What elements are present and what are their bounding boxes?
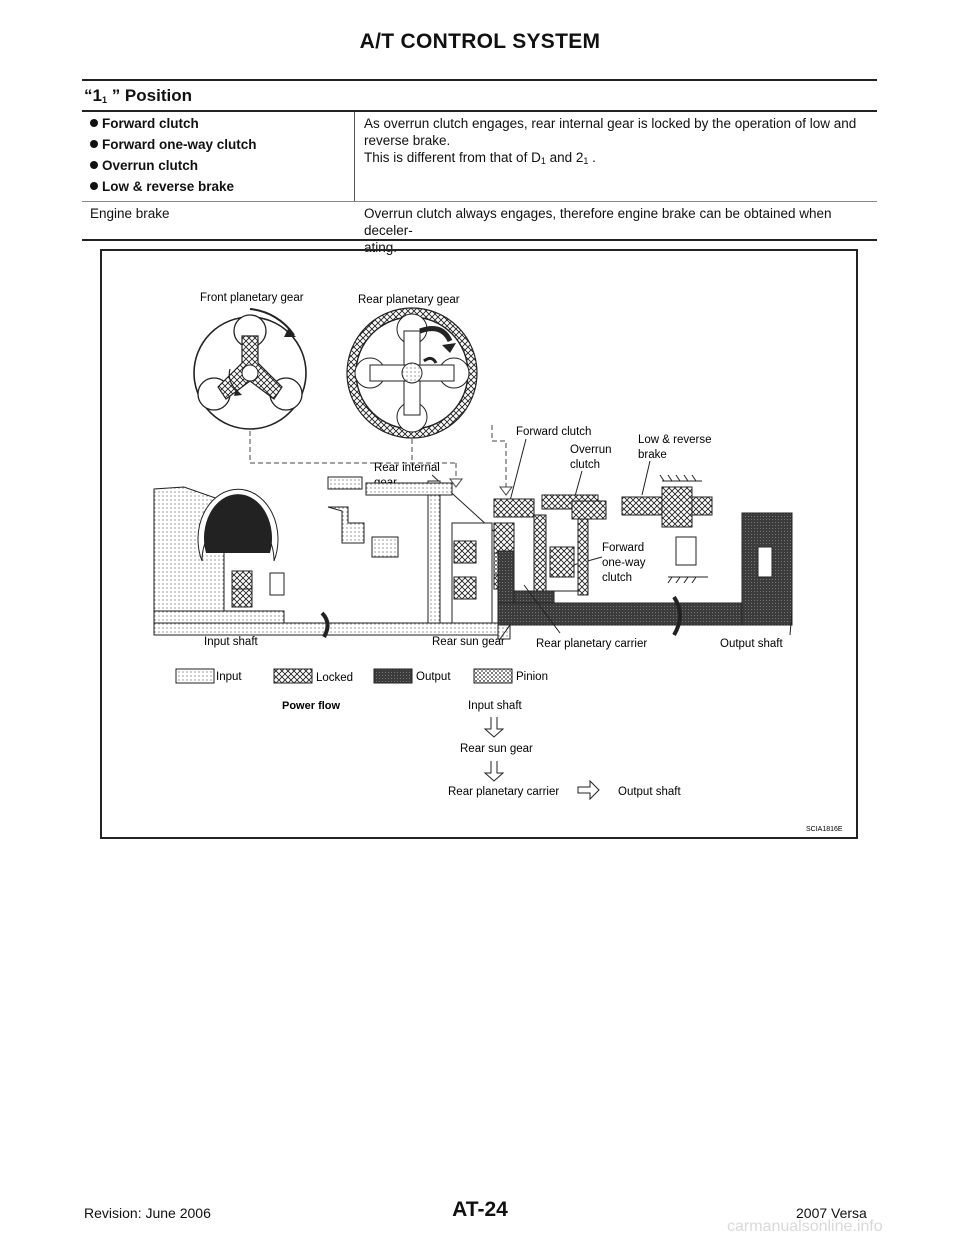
rear-planetary-label: Rear planetary gear [358, 294, 460, 306]
overrun-label-2: clutch [570, 459, 600, 471]
rear-sun-label: Rear sun gear [432, 636, 505, 648]
legend-output-swatch [373, 668, 413, 684]
table-bottom-rule [82, 239, 877, 241]
legend: Input Locked Output Pinion [175, 668, 548, 684]
table-divider [354, 112, 355, 202]
list-item: Low & reverse brake [90, 178, 350, 195]
page-number: AT-24 [452, 1198, 508, 1221]
power-flow-step-1: Input shaft [468, 700, 523, 712]
forward-clutch-label: Forward clutch [516, 426, 591, 438]
front-planetary-label: Front planetary gear [200, 292, 304, 304]
power-flow-figure: Front planetary gear Rear planetary gear… [100, 249, 858, 839]
figure-code: SCIA1816E [806, 826, 843, 833]
revision-text: Revision: June 2006 [84, 1205, 211, 1221]
input-shaft-label: Input shaft [204, 636, 259, 648]
bullet-icon [90, 140, 98, 148]
power-flow-step-4: Output shaft [618, 786, 681, 798]
list-item: Forward one-way clutch [90, 136, 350, 153]
output-shaft-path [497, 512, 793, 640]
overrun-label-1: Overrun [570, 444, 612, 456]
legend-input-label: Input [216, 671, 242, 683]
low-reverse-label-1: Low & reverse [638, 434, 712, 446]
torque-converter [153, 486, 285, 626]
desc-line: reverse brake. [364, 133, 451, 148]
down-arrow-icon [483, 717, 505, 738]
transmission-diagram: Front planetary gear Rear planetary gear… [153, 292, 843, 833]
power-flow-step-2: Rear sun gear [460, 743, 533, 755]
desc-line: As overrun clutch engages, rear internal… [364, 116, 857, 131]
low-reverse-label-2: brake [638, 449, 667, 461]
legend-input-swatch [175, 668, 215, 684]
fowc-label-2: one-way [602, 557, 646, 569]
legend-pinion-swatch [473, 668, 513, 684]
front-planetary-gear [193, 308, 307, 430]
legend-locked-swatch [273, 668, 313, 684]
list-item: Forward clutch [90, 115, 350, 132]
row1-description: As overrun clutch engages, rear internal… [364, 115, 874, 170]
bullet-icon [90, 161, 98, 169]
watermark: carmanualsonline.info [727, 1218, 883, 1235]
desc-line: This is different from that of D1 and 21… [364, 150, 596, 166]
fowc-label-3: clutch [602, 572, 632, 584]
fowc-label-1: Forward [602, 542, 644, 554]
title-rule [82, 79, 877, 81]
power-flow-step-3: Rear planetary carrier [448, 786, 559, 798]
output-shaft-label: Output shaft [720, 638, 783, 650]
rear-internal-label-1: Rear internal [374, 462, 440, 474]
legend-pinion-label: Pinion [516, 671, 548, 683]
table-top-rule [82, 110, 877, 112]
page-title: A/T CONTROL SYSTEM [359, 30, 601, 53]
power-flow-title: Power flow [282, 700, 341, 712]
list-item: Overrun clutch [90, 157, 350, 174]
legend-locked-label: Locked [316, 672, 353, 684]
row2-label: Engine brake [90, 206, 170, 221]
down-arrow-icon [483, 761, 505, 782]
right-arrow-icon [577, 779, 600, 801]
rear-planetary-gear [346, 307, 478, 439]
rear-carrier-label: Rear planetary carrier [536, 638, 647, 650]
clutch-pack [493, 474, 713, 596]
bullet-icon [90, 119, 98, 127]
section-title: “11 ” Position [84, 86, 192, 105]
row2-description: Overrun clutch always engages, therefore… [364, 206, 832, 255]
legend-output-label: Output [416, 671, 451, 683]
model-text: 2007 Versa [796, 1205, 867, 1221]
table-row-rule [82, 201, 877, 202]
power-flow: Power flow Input shaft Rear sun gear Rea… [282, 700, 681, 801]
bullet-icon [90, 182, 98, 190]
clutch-list: Forward clutch Forward one-way clutch Ov… [90, 115, 350, 199]
